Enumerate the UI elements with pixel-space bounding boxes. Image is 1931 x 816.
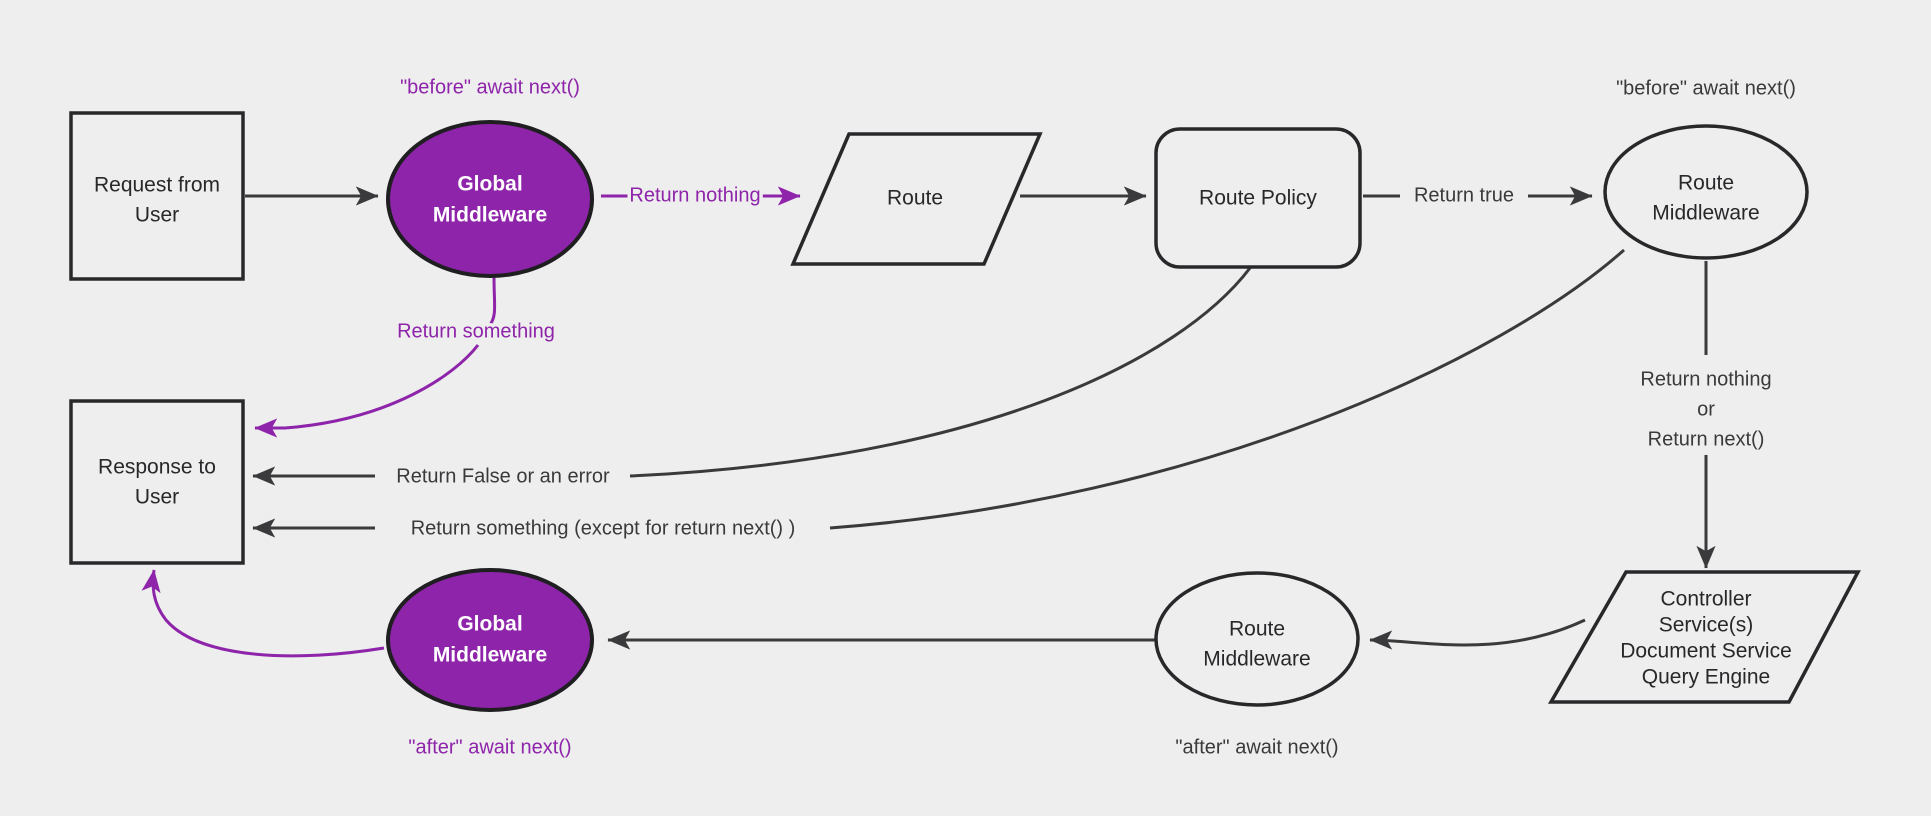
edge-controller-to-route-middleware-bottom bbox=[1369, 618, 1586, 650]
node-global-middleware-top-line2: Middleware bbox=[433, 204, 547, 227]
edge-global-middleware-to-response-curve bbox=[254, 344, 480, 438]
node-route-policy-label: Route Policy bbox=[1199, 187, 1317, 210]
node-route-label: Route bbox=[887, 187, 943, 210]
node-route-middleware-bottom[interactable] bbox=[1154, 571, 1360, 707]
node-route-policy[interactable] bbox=[1154, 127, 1362, 269]
node-controller-line1: Controller bbox=[1660, 588, 1751, 611]
edge-global-middleware-to-response bbox=[488, 276, 497, 326]
edge-label-return-nothing-or-next-line2: or bbox=[1697, 398, 1715, 420]
node-request-from-user[interactable] bbox=[69, 111, 245, 281]
node-global-middleware-top[interactable] bbox=[386, 120, 594, 278]
node-request-from-user-line2: User bbox=[135, 204, 179, 227]
node-request-from-user-line1: Request from bbox=[94, 174, 220, 197]
edge-label-return-true: Return true bbox=[1414, 184, 1514, 206]
node-route-middleware-top[interactable] bbox=[1603, 124, 1809, 260]
edge-label-return-nothing-or-next-line3: Return next() bbox=[1648, 428, 1765, 450]
annotation-after-await-next-route: "after" await next() bbox=[1175, 736, 1338, 758]
node-global-middleware-top-line1: Global bbox=[457, 173, 522, 196]
edge-label-return-false-or-error: Return False or an error bbox=[396, 465, 610, 487]
node-global-middleware-bottom-line2: Middleware bbox=[433, 644, 547, 667]
edge-route-middleware-to-response bbox=[829, 248, 1625, 530]
node-controller-line3: Document Service bbox=[1620, 640, 1792, 663]
annotation-before-await-next-route: "before" await next() bbox=[1616, 77, 1796, 99]
node-response-to-user[interactable] bbox=[69, 399, 245, 565]
node-global-middleware-bottom[interactable] bbox=[386, 568, 594, 712]
annotation-before-await-next-global: "before" await next() bbox=[400, 76, 580, 98]
edge-label-return-nothing-or-next-line1: Return nothing bbox=[1640, 368, 1771, 390]
node-controller-line2: Service(s) bbox=[1659, 614, 1754, 637]
node-route-middleware-bottom-line2: Middleware bbox=[1203, 648, 1310, 671]
edge-label-return-something-except-next: Return something (except for return next… bbox=[411, 517, 796, 539]
annotation-after-await-next-global: "after" await next() bbox=[408, 736, 571, 758]
node-controller[interactable] bbox=[1547, 570, 1861, 704]
node-route-middleware-top-line1: Route bbox=[1678, 172, 1734, 195]
node-global-middleware-bottom-line1: Global bbox=[457, 613, 522, 636]
node-response-to-user-line2: User bbox=[135, 486, 179, 509]
edge-label-return-nothing: Return nothing bbox=[629, 184, 760, 206]
node-response-to-user-line1: Response to bbox=[98, 456, 216, 479]
edge-label-return-something: Return something bbox=[397, 320, 555, 342]
edge-route-policy-to-response bbox=[629, 267, 1252, 478]
node-route[interactable] bbox=[790, 132, 1043, 266]
edge-global-middleware-bottom-to-response bbox=[141, 569, 385, 658]
node-route-middleware-bottom-line1: Route bbox=[1229, 618, 1285, 641]
node-controller-line4: Query Engine bbox=[1642, 666, 1770, 689]
node-route-middleware-top-line2: Middleware bbox=[1652, 202, 1759, 225]
